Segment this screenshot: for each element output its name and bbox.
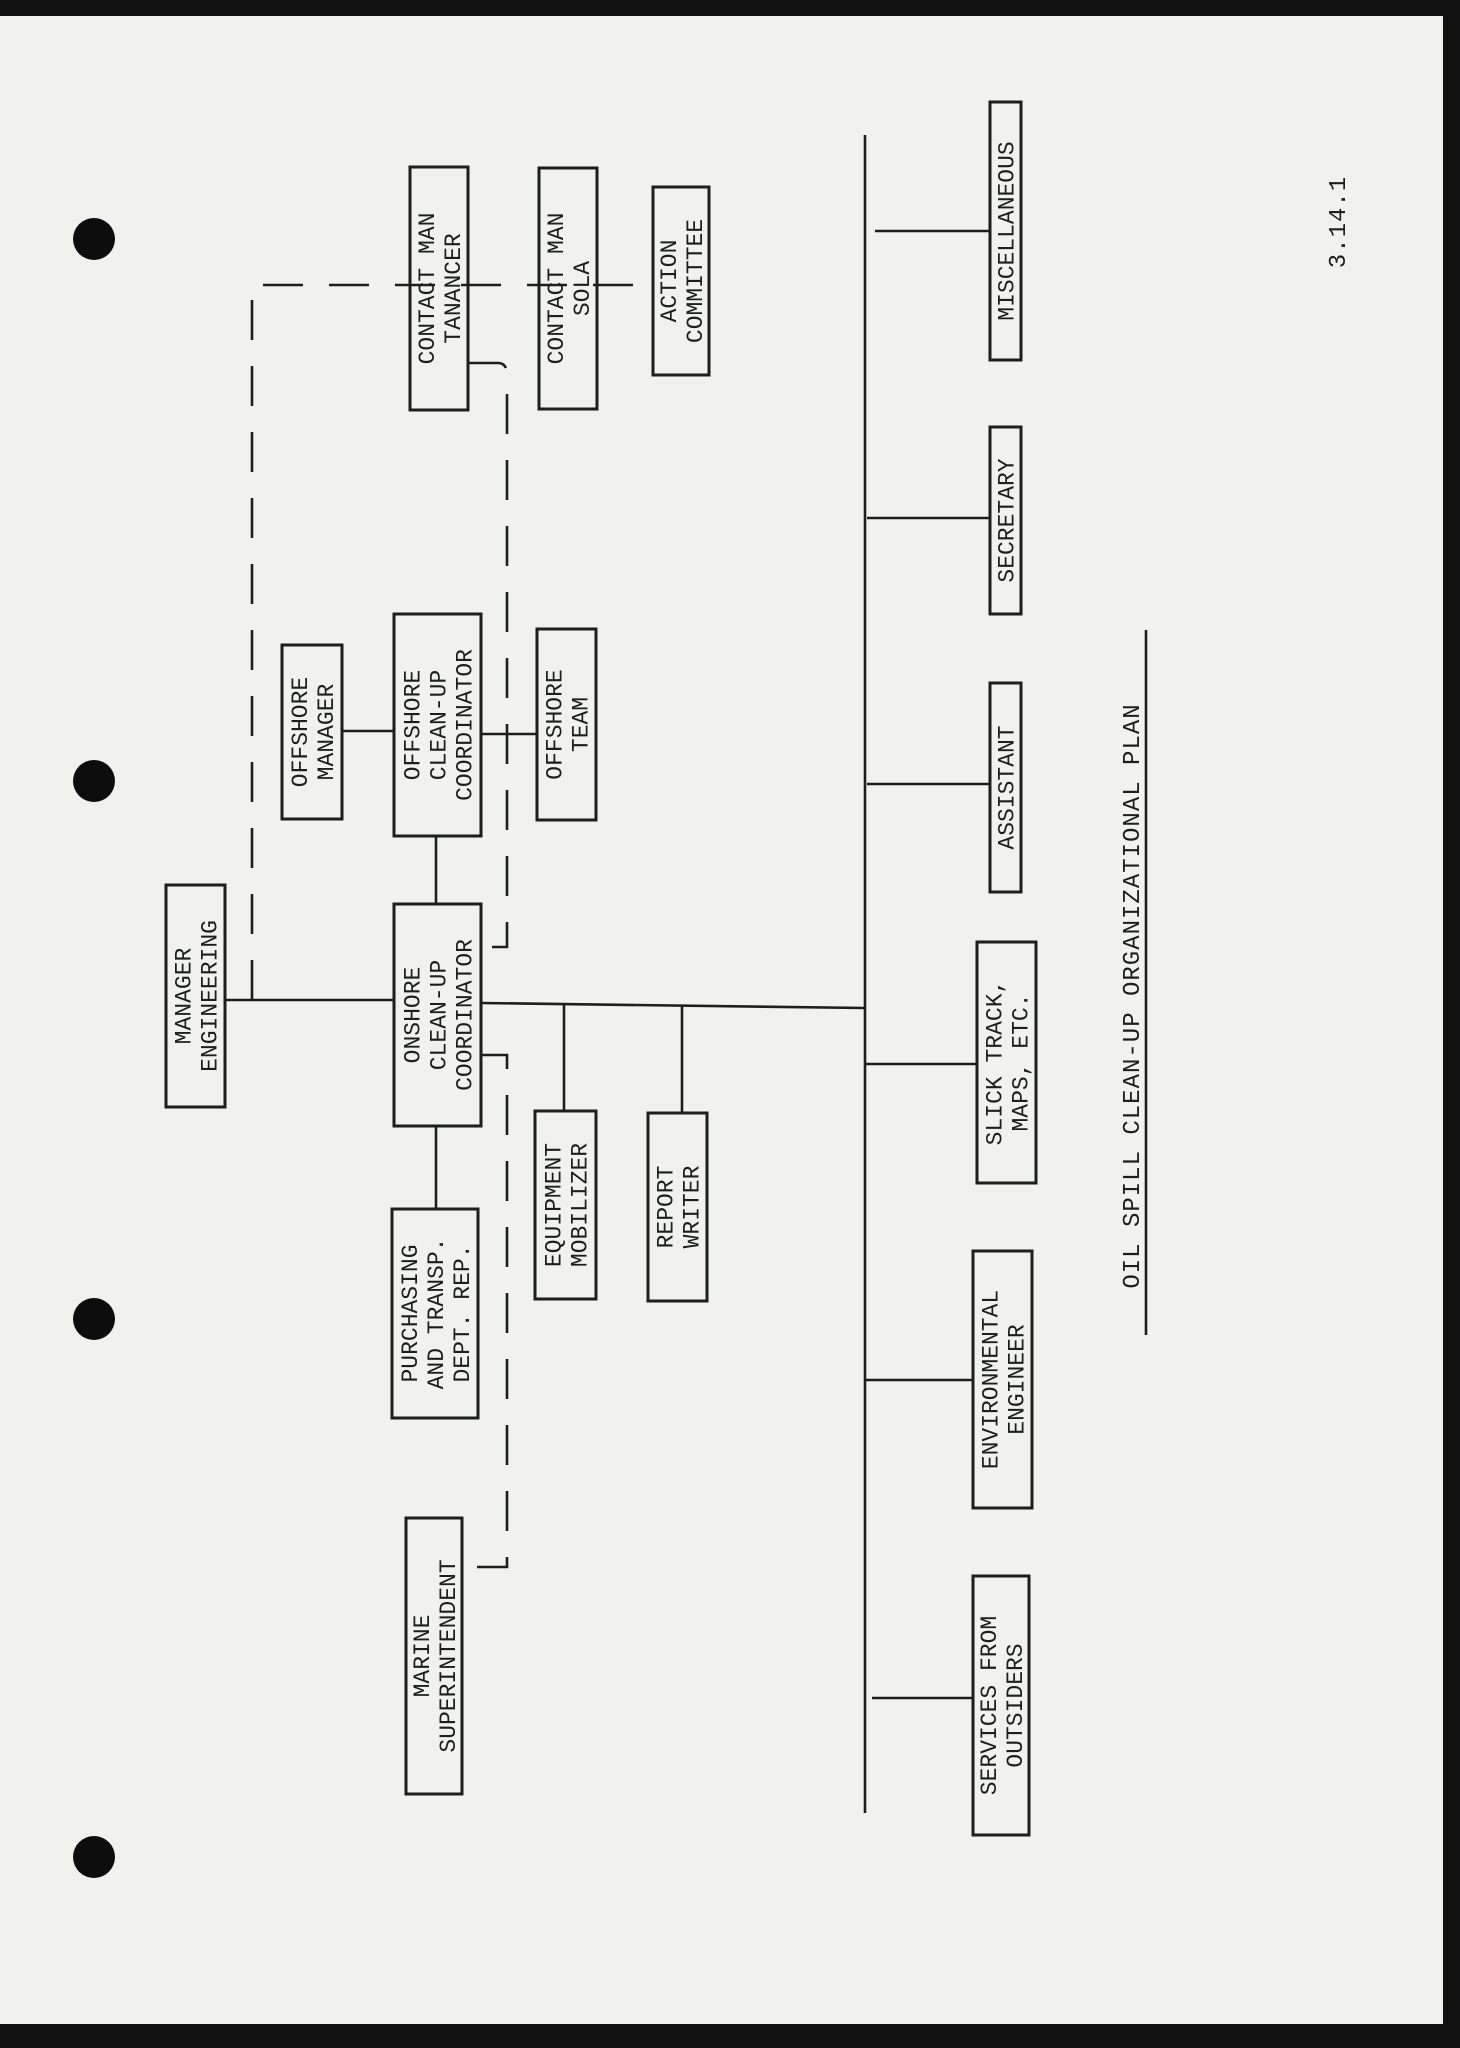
- box-report-writer: REPORTWRITER: [646, 1111, 709, 1303]
- box-label-line: MANAGER: [172, 947, 198, 1044]
- box-outline: [971, 1574, 1031, 1837]
- box-outline: [988, 100, 1023, 362]
- box-outline: [971, 1249, 1034, 1510]
- box-label-line: AND TRANSP.: [424, 1238, 450, 1390]
- box-label-line: ENGINEER: [1005, 1324, 1031, 1435]
- box-outline: [533, 1109, 598, 1301]
- box-manager-engineering: MANAGERENGINEERING: [164, 883, 227, 1109]
- box-outline: [390, 1207, 480, 1420]
- box-offshore-manager: OFFSHOREMANAGER: [280, 643, 344, 821]
- box-label-line: CONTACT MAN: [415, 213, 441, 365]
- box-label-line: OFFSHORE: [543, 669, 569, 779]
- box-miscellaneous: MISCELLANEOUS: [988, 100, 1023, 362]
- box-label-line: OFFSHORE: [401, 670, 427, 780]
- box-label: SECRETARY: [995, 458, 1021, 582]
- box-label: MANAGERENGINEERING: [172, 920, 224, 1072]
- box-label: EQUIPMENTMOBILIZER: [542, 1143, 594, 1267]
- box-label: PURCHASINGAND TRANSP.DEPT. REP.: [398, 1238, 476, 1390]
- box-outline: [988, 425, 1023, 616]
- box-outline: [988, 681, 1023, 894]
- box-contact-tanancer: CONTACT MANTANANCER: [408, 165, 470, 412]
- box-purchasing: PURCHASINGAND TRANSP.DEPT. REP.: [390, 1207, 480, 1420]
- box-label-line: COMMITTEE: [683, 219, 709, 343]
- box-label: SLICK TRACK,MAPS, ETC.: [983, 980, 1035, 1146]
- box-outline: [651, 185, 711, 377]
- box-secretary: SECRETARY: [988, 425, 1023, 616]
- box-label-line: PURCHASING: [398, 1244, 424, 1382]
- box-outline: [404, 1516, 464, 1796]
- box-label-line: MANAGER: [314, 683, 340, 780]
- box-label-line: ONSHORE: [401, 967, 427, 1064]
- box-label: ACTIONCOMMITTEE: [657, 219, 709, 343]
- document-title: OIL SPILL CLEAN-UP ORGANIZATIONAL PLAN: [1120, 703, 1147, 1288]
- box-label: SERVICES FROMOUTSIDERS: [977, 1616, 1029, 1795]
- box-outline: [537, 166, 599, 411]
- box-label-line: DEPT. REP.: [450, 1244, 476, 1382]
- box-label: ASSISTANT: [995, 725, 1021, 849]
- box-label-line: ENVIRONMENTAL: [979, 1290, 1005, 1469]
- box-label-line: SUPERINTENDENT: [436, 1559, 462, 1752]
- box-label: ENVIRONMENTALENGINEER: [979, 1290, 1031, 1469]
- box-label-line: COORDINATOR: [453, 649, 479, 801]
- box-label: OFFSHORECLEAN-UPCOORDINATOR: [401, 649, 479, 801]
- box-label: CONTACT MANTANANCER: [415, 213, 467, 365]
- punch-hole: [73, 760, 115, 802]
- box-action-committee: ACTIONCOMMITTEE: [651, 185, 711, 377]
- box-outline: [392, 902, 483, 1128]
- box-label-line: CONTACT MAN: [544, 213, 570, 365]
- box-environmental-engineer: ENVIRONMENTALENGINEER: [971, 1249, 1034, 1510]
- box-label-line: WRITER: [680, 1165, 706, 1248]
- box-label-line: OUTSIDERS: [1003, 1643, 1029, 1767]
- box-outline: [280, 643, 344, 821]
- box-outline: [535, 627, 598, 822]
- box-label-line: COORDINATOR: [453, 939, 479, 1091]
- box-offshore-coordinator: OFFSHORECLEAN-UPCOORDINATOR: [392, 612, 483, 838]
- punch-hole: [73, 1836, 115, 1878]
- box-label: REPORTWRITER: [654, 1165, 706, 1248]
- box-assistant: ASSISTANT: [988, 681, 1023, 894]
- box-label-line: MISCELLANEOUS: [995, 141, 1021, 320]
- box-label: MISCELLANEOUS: [995, 141, 1021, 320]
- box-label-line: MOBILIZER: [568, 1143, 594, 1267]
- box-label-line: SECRETARY: [995, 458, 1021, 582]
- box-outline: [392, 612, 483, 838]
- box-label: OFFSHORETEAM: [543, 669, 595, 779]
- box-services-outsiders: SERVICES FROMOUTSIDERS: [971, 1574, 1031, 1837]
- box-label-line: MARINE: [410, 1615, 436, 1698]
- box-label-line: OFFSHORE: [288, 677, 314, 787]
- box-onshore-coordinator: ONSHORECLEAN-UPCOORDINATOR: [392, 902, 483, 1128]
- box-label: ONSHORECLEAN-UPCOORDINATOR: [401, 939, 479, 1091]
- box-label-line: ACTION: [657, 240, 683, 323]
- box-marine-superintendent: MARINESUPERINTENDENT: [404, 1516, 464, 1796]
- box-label-line: ASSISTANT: [995, 725, 1021, 849]
- box-label: OFFSHOREMANAGER: [288, 677, 340, 787]
- box-label-line: REPORT: [654, 1166, 680, 1249]
- punch-hole: [73, 1298, 115, 1340]
- page-number: 3.14.1: [1326, 176, 1353, 268]
- box-outline: [646, 1111, 709, 1303]
- box-label-line: SLICK TRACK,: [983, 980, 1009, 1146]
- box-contact-sola: CONTACT MANSOLA: [537, 166, 599, 411]
- box-label-line: CLEAN-UP: [427, 960, 453, 1070]
- box-label: MARINESUPERINTENDENT: [410, 1559, 462, 1752]
- box-label-line: SOLA: [570, 261, 596, 316]
- box-offshore-team: OFFSHORETEAM: [535, 627, 598, 822]
- box-outline: [975, 940, 1038, 1185]
- box-label-line: MAPS, ETC.: [1009, 993, 1035, 1131]
- punch-hole: [73, 218, 115, 260]
- connector-lines: [225, 135, 990, 1813]
- box-label-line: TEAM: [569, 697, 595, 752]
- box-label-line: EQUIPMENT: [542, 1143, 568, 1267]
- box-slick-track: SLICK TRACK,MAPS, ETC.: [975, 940, 1038, 1185]
- box-label-line: CLEAN-UP: [427, 670, 453, 780]
- box-label-line: TANANCER: [441, 233, 467, 344]
- box-equipment-mobilizer: EQUIPMENTMOBILIZER: [533, 1109, 598, 1301]
- box-label: CONTACT MANSOLA: [544, 213, 596, 365]
- box-label-line: SERVICES FROM: [977, 1616, 1003, 1795]
- box-outline: [408, 165, 470, 412]
- box-label-line: ENGINEERING: [198, 920, 224, 1072]
- box-outline: [164, 883, 227, 1109]
